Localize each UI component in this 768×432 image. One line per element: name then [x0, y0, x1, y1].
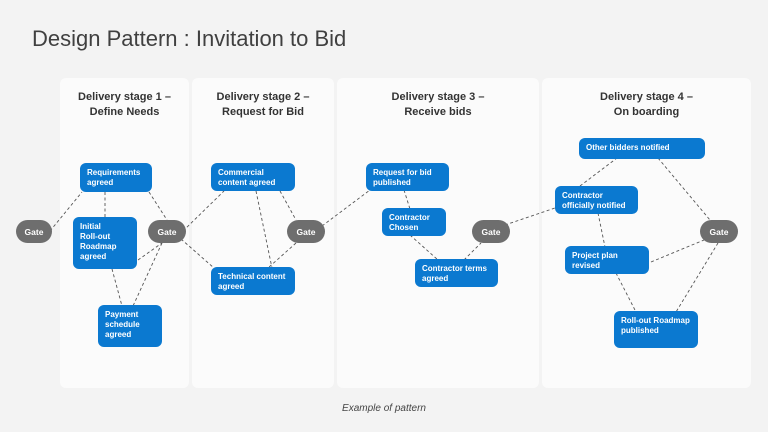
requirements-agreed-node: Requirements agreed — [80, 163, 152, 192]
request-for-bid-published-node: Request for bid published — [366, 163, 449, 191]
caption: Example of pattern — [342, 403, 426, 414]
technical-content-node: Technical content agreed — [211, 267, 295, 295]
payment-schedule-node: Payment schedule agreed — [98, 305, 162, 347]
gate-1: Gate — [148, 220, 186, 243]
rollout-roadmap-published-node: Roll-out Roadmap published — [614, 311, 698, 348]
project-plan-revised-node: Project plan revised — [565, 246, 649, 274]
gate-3: Gate — [472, 220, 510, 243]
stage-title: Delivery stage 2 – Request for Bid — [216, 91, 310, 118]
gate-label: Gate — [296, 226, 316, 237]
commercial-content-node: Commercial content agreed — [211, 163, 295, 191]
gate-label: Gate — [709, 226, 729, 237]
gate-4: Gate — [700, 220, 738, 243]
initial-rollout-roadmap-node: Initial Roll-out Roadmap agreed — [73, 217, 137, 269]
gate-label: Gate — [24, 226, 44, 237]
page-title: Design Pattern : Invitation to Bid — [32, 26, 347, 51]
gate-start: Gate — [16, 220, 52, 243]
other-bidders-notified-node: Other bidders notified — [579, 138, 705, 159]
gate-2: Gate — [287, 220, 325, 243]
stage-title: Delivery stage 3 – Receive bids — [391, 91, 485, 118]
contractor-chosen-node: Contractor Chosen — [382, 208, 446, 236]
stage-title: Delivery stage 1 – Define Needs — [78, 91, 171, 118]
stage-title: Delivery stage 4 – On boarding — [600, 91, 693, 118]
gate-label: Gate — [157, 226, 177, 237]
contractor-officially-notified-node: Contractor officially notified — [555, 186, 638, 214]
gate-label: Gate — [481, 226, 501, 237]
contractor-terms-node: Contractor terms agreed — [415, 259, 498, 287]
